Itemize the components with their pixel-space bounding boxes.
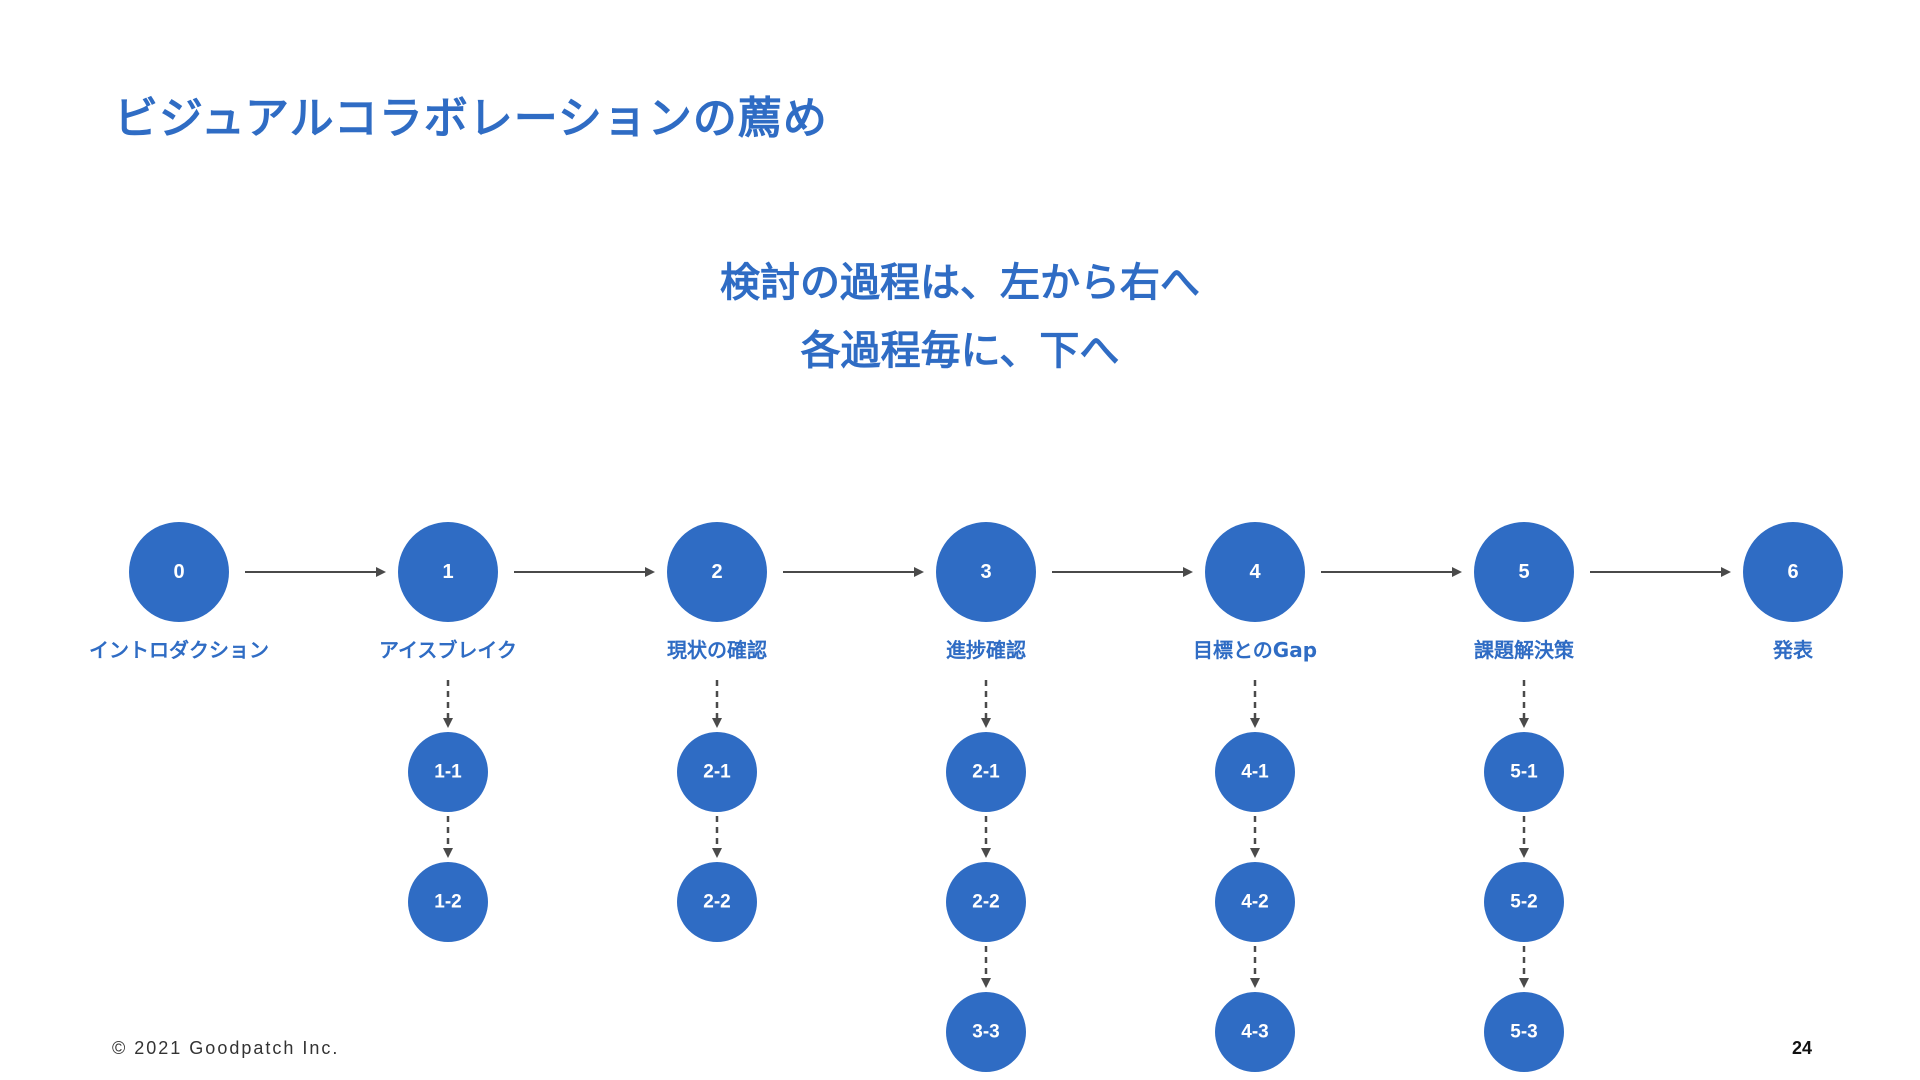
substep-node-4-2	[1215, 862, 1295, 942]
substep-node-3-1	[946, 732, 1026, 812]
step-label-0: イントロダクション	[89, 638, 269, 662]
step-node-4	[1205, 522, 1305, 622]
page-number: 24	[1792, 1038, 1813, 1058]
step-number-4: 4	[1249, 561, 1261, 583]
substep-node-2-1	[677, 732, 757, 812]
flow-arrowhead-3	[1183, 567, 1193, 577]
substep-arrowhead-5-3	[1519, 978, 1529, 988]
substep-arrowhead-5-1	[1519, 718, 1529, 728]
substep-node-5-2	[1484, 862, 1564, 942]
substep-number-5-2: 5-2	[1510, 892, 1537, 913]
step-number-2: 2	[711, 561, 722, 583]
substep-number-5-3: 5-3	[1510, 1022, 1537, 1043]
step-number-1: 1	[442, 561, 453, 583]
step-number-5: 5	[1518, 561, 1529, 583]
flow-arrowhead-5	[1721, 567, 1731, 577]
step-node-6	[1743, 522, 1843, 622]
flow-arrowhead-2	[914, 567, 924, 577]
substep-arrowhead-3-3	[981, 978, 991, 988]
substep-arrowhead-5-2	[1519, 848, 1529, 858]
flow-arrowhead-4	[1452, 567, 1462, 577]
substep-arrowhead-4-1	[1250, 718, 1260, 728]
substep-node-2-2	[677, 862, 757, 942]
step-node-2	[667, 522, 767, 622]
substep-node-3-3	[946, 992, 1026, 1072]
step-label-4: 目標とのGap	[1193, 638, 1317, 662]
substep-arrowhead-2-2	[712, 848, 722, 858]
substep-number-2-2: 2-2	[703, 892, 730, 913]
substep-number-4-1: 4-1	[1241, 762, 1269, 783]
step-label-5: 課題解決策	[1474, 638, 1575, 662]
substep-node-1-1	[408, 732, 488, 812]
substep-number-1-2: 1-2	[434, 892, 461, 913]
substep-number-3-1: 2-1	[972, 762, 1000, 783]
step-node-1	[398, 522, 498, 622]
step-label-1: アイスブレイク	[379, 638, 517, 662]
step-node-3	[936, 522, 1036, 622]
substep-arrowhead-2-1	[712, 718, 722, 728]
substep-number-5-1: 5-1	[1510, 762, 1538, 783]
step-number-3: 3	[980, 561, 991, 583]
substep-number-3-2: 2-2	[972, 892, 999, 913]
page-title: ビジュアルコラボレーションの薦め	[114, 93, 828, 144]
step-label-6: 発表	[1772, 638, 1814, 662]
substep-node-5-1	[1484, 732, 1564, 812]
step-number-6: 6	[1787, 561, 1798, 583]
flow-arrowhead-1	[645, 567, 655, 577]
step-label-3: 進捗確認	[946, 638, 1026, 662]
substep-arrowhead-3-1	[981, 718, 991, 728]
substep-number-1-1: 1-1	[434, 762, 462, 783]
step-number-0: 0	[173, 561, 184, 583]
step-label-2: 現状の確認	[667, 638, 767, 662]
substep-arrowhead-3-2	[981, 848, 991, 858]
substep-number-2-1: 2-1	[703, 762, 731, 783]
flow-arrowhead-0	[376, 567, 386, 577]
substep-arrowhead-4-2	[1250, 848, 1260, 858]
subtitle-line-2: 各過程毎に、下へ	[800, 328, 1120, 374]
substep-node-5-3	[1484, 992, 1564, 1072]
copyright-text: © 2021 Goodpatch Inc.	[112, 1038, 340, 1058]
substep-arrowhead-1-1	[443, 718, 453, 728]
substep-number-3-3: 3-3	[972, 1022, 999, 1043]
substep-number-4-2: 4-2	[1241, 892, 1268, 913]
subtitle-line-1: 検討の過程は、左から右へ	[720, 260, 1200, 306]
step-node-5	[1474, 522, 1574, 622]
substep-arrowhead-4-3	[1250, 978, 1260, 988]
substep-number-4-3: 4-3	[1241, 1022, 1268, 1043]
step-node-0	[129, 522, 229, 622]
substep-arrowhead-1-2	[443, 848, 453, 858]
substep-node-4-1	[1215, 732, 1295, 812]
substep-node-3-2	[946, 862, 1026, 942]
substep-node-1-2	[408, 862, 488, 942]
substep-node-4-3	[1215, 992, 1295, 1072]
